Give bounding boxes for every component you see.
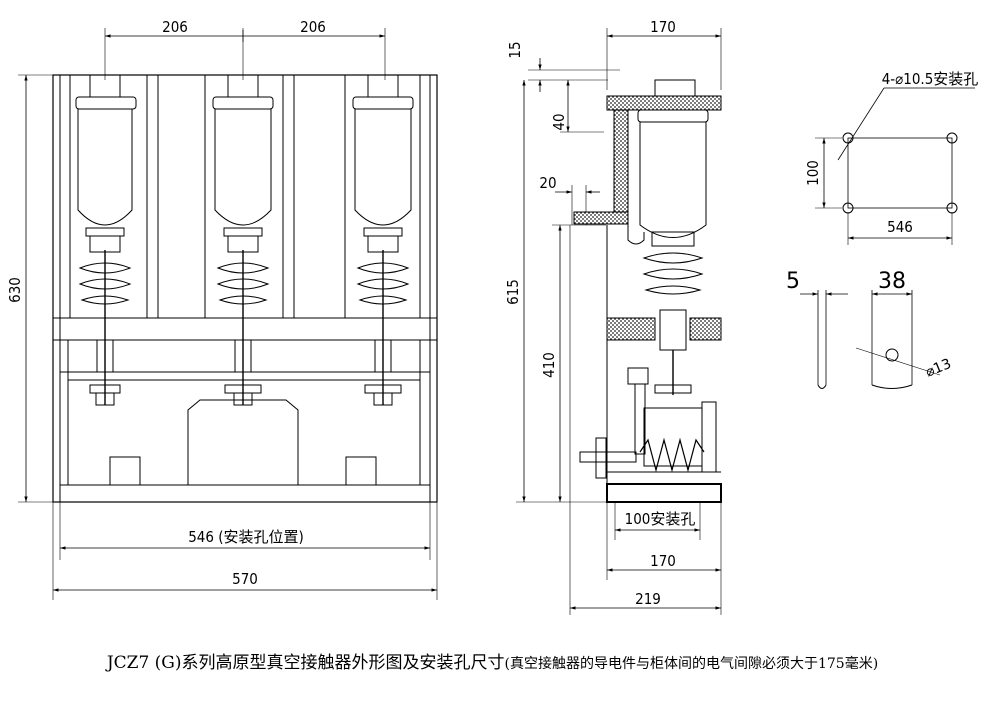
side-view xyxy=(516,28,722,615)
dim-side-mount: 100安装孔 xyxy=(625,510,696,528)
pole-2 xyxy=(204,74,295,406)
dim-side-40: 40 xyxy=(550,113,568,130)
terminal-thickness: 5 xyxy=(786,269,800,294)
dim-pitch-right: 206 xyxy=(300,18,326,36)
hole-width: 546 xyxy=(887,218,913,236)
terminal-width: 38 xyxy=(878,269,906,294)
dim-side-20: 20 xyxy=(539,174,556,192)
terminal-detail xyxy=(800,290,941,389)
mounting-hole-pattern xyxy=(815,87,975,245)
front-view xyxy=(18,28,438,600)
dim-side-bottom-170: 170 xyxy=(650,552,676,570)
dim-side-top-width: 170 xyxy=(650,18,676,36)
dim-side-bottom-219: 219 xyxy=(635,590,661,608)
labels: 206 206 630 546 (安装孔位置) 570 170 15 40 20… xyxy=(6,18,978,608)
dim-front-height: 630 xyxy=(6,277,24,303)
dim-front-total-width: 570 xyxy=(232,570,258,588)
caption-title: 系列高原型真空接触器外形图及安装孔尺寸 xyxy=(181,653,505,673)
pole-1 xyxy=(69,74,159,406)
dim-side-410: 410 xyxy=(540,352,558,378)
dim-front-mount-width: 546 (安装孔位置) xyxy=(188,528,304,546)
caption-model: JCZ7 (G) xyxy=(106,653,182,673)
terminal-hole: ⌀13 xyxy=(923,356,953,381)
pole-3 xyxy=(344,74,421,406)
dim-side-615: 615 xyxy=(504,279,522,305)
dim-pitch-left: 206 xyxy=(162,18,188,36)
caption-note: (真空接触器的导电件与柜体间的电气间隙必须大于175毫米) xyxy=(504,656,879,672)
hole-height: 100 xyxy=(804,160,822,186)
drawing-caption: JCZ7 (G)系列高原型真空接触器外形图及安装孔尺寸(真空接触器的导电件与柜体… xyxy=(0,648,985,673)
dim-side-15: 15 xyxy=(506,41,524,58)
hole-callout: 4-⌀10.5安装孔 xyxy=(882,70,979,88)
